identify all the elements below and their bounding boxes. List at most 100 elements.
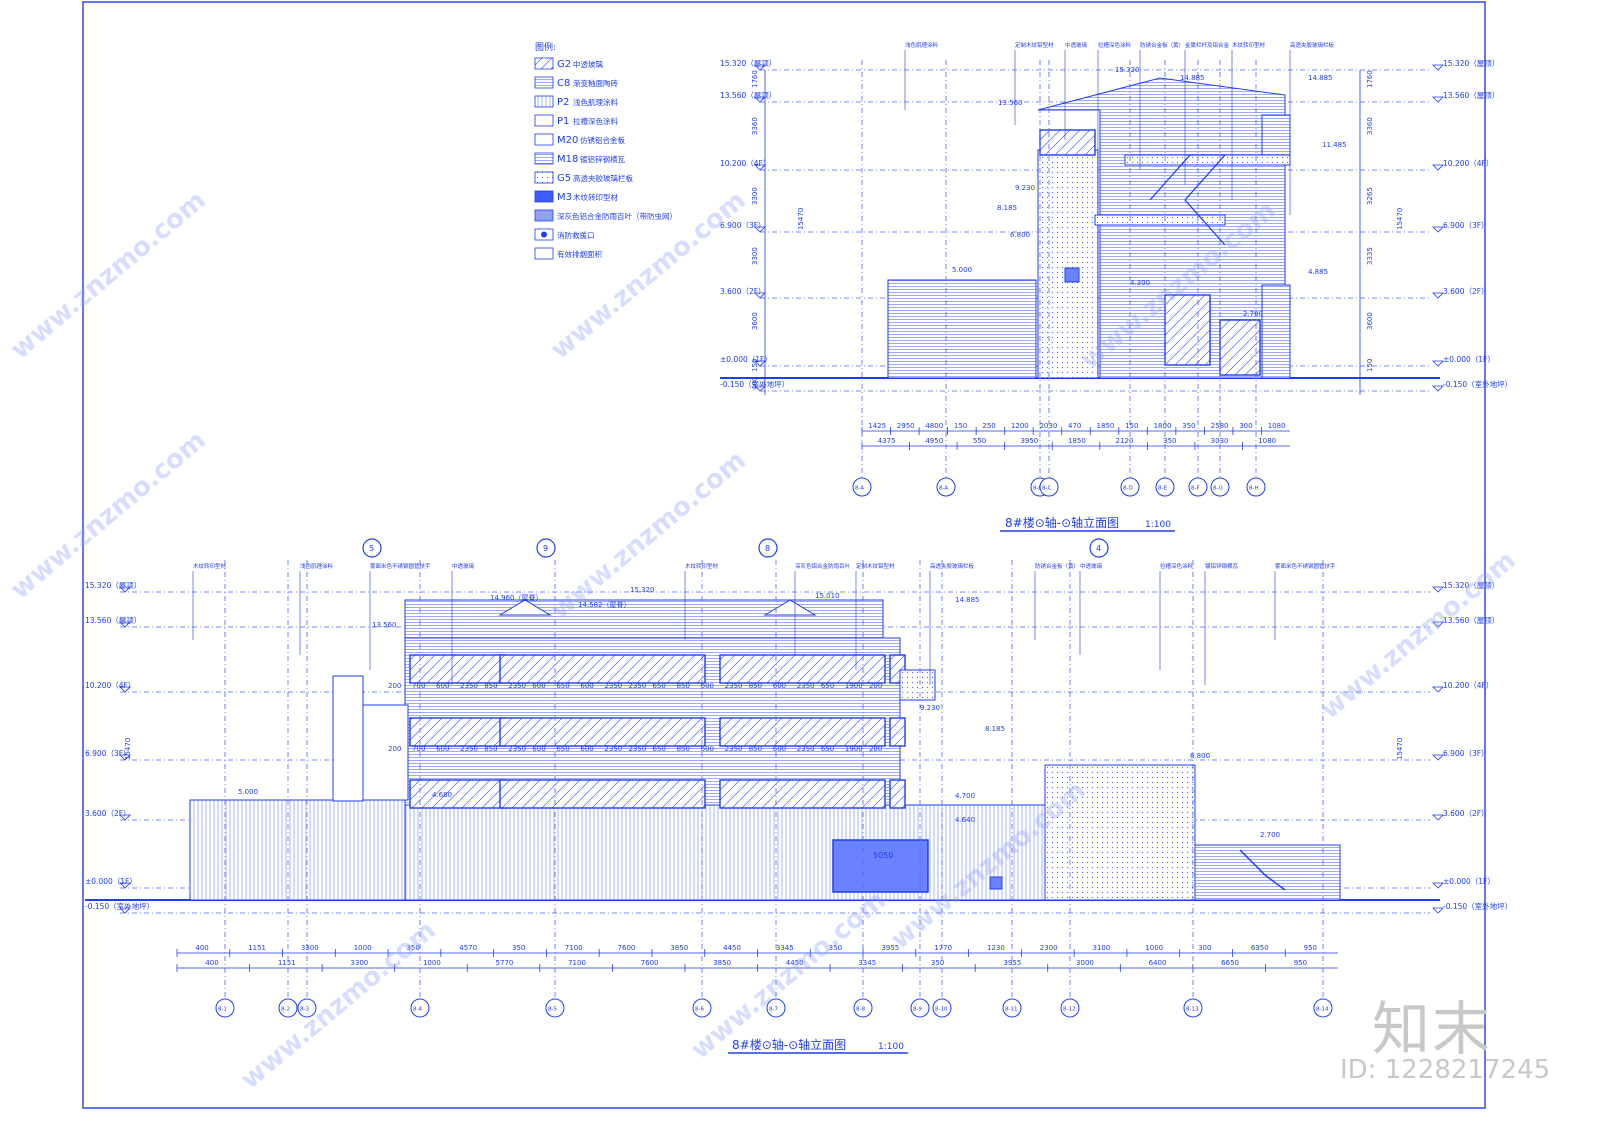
legend-swatch xyxy=(534,209,554,222)
legend-code: M3 xyxy=(557,192,572,203)
axis-bubble xyxy=(1313,998,1333,1018)
axis-bubble xyxy=(766,998,786,1018)
window-dim: 700 xyxy=(412,745,425,753)
material-callout: 定制木纹铝型材 xyxy=(856,562,895,570)
axis-label: 8-10 xyxy=(935,1007,948,1013)
window-dim: 600 xyxy=(580,682,593,690)
window xyxy=(889,779,906,809)
axis-bubble xyxy=(1120,477,1140,497)
side-balcony xyxy=(362,704,409,801)
material-callout: 拉槽深色涂料 xyxy=(1098,41,1132,49)
dim-value: 1230 xyxy=(987,944,1005,952)
level-marker-icon xyxy=(119,586,131,593)
fire-rescue-window-icon xyxy=(1064,267,1080,283)
garage-dim: 5050 xyxy=(873,851,893,860)
spot-level: 14.885 xyxy=(955,596,980,604)
watermark-text: www.znzmo.com xyxy=(1315,545,1521,725)
legend-text: 有效排烟面积 xyxy=(557,249,602,259)
axis-label: 8-6 xyxy=(695,1007,704,1013)
material-callout: 防锈合金板（黄） xyxy=(1035,562,1079,570)
window-dim: 600 xyxy=(773,682,786,690)
axis-label: 8-8 xyxy=(856,1007,865,1013)
dim-value: 7100 xyxy=(565,944,583,952)
material-callout: 中透玻璃 xyxy=(452,562,475,570)
dim-value: 1000 xyxy=(423,959,441,967)
axis-label: 8-13 xyxy=(1186,1007,1199,1013)
level-marker-icon xyxy=(754,164,766,171)
spot-level: 5.000 xyxy=(238,788,258,796)
axis-label: 8-7 xyxy=(769,1007,778,1013)
spot-level: 9.230 xyxy=(920,704,940,712)
dim-value: 3345 xyxy=(776,944,794,952)
window-dim: 850 xyxy=(484,745,497,753)
dim-value: 1770 xyxy=(934,944,952,952)
level-marker-icon xyxy=(754,96,766,103)
dim-value: 250 xyxy=(982,422,995,430)
dim-value: 470 xyxy=(1068,422,1081,430)
dim-value: 3030 xyxy=(1211,437,1229,445)
dim-value: 6400 xyxy=(1149,959,1167,967)
dim-value: 3955 xyxy=(881,944,899,952)
brand-watermark: 知末 xyxy=(1372,995,1493,1063)
axis-bubble xyxy=(410,998,430,1018)
dim-value: 3955 xyxy=(1003,959,1021,967)
level-label-left: ±0.000（1F） xyxy=(720,355,772,364)
legend-code: C8 xyxy=(557,78,570,89)
level-marker-icon xyxy=(1432,907,1444,914)
material-callout: 拉槽深色涂料 xyxy=(1160,562,1194,570)
stair-wall xyxy=(1194,844,1341,901)
spot-level: 4.300 xyxy=(1130,279,1150,287)
level-marker-icon xyxy=(754,226,766,233)
dim-value: 3300 xyxy=(350,959,368,967)
window-dim: 2350 xyxy=(460,745,478,753)
level-marker-icon xyxy=(1432,292,1444,299)
window xyxy=(499,779,706,809)
axis-bubble xyxy=(1210,477,1230,497)
legend-code: M18 xyxy=(557,154,578,165)
spot-level: 15.320 xyxy=(1115,66,1140,74)
dim-value: 950 xyxy=(1304,944,1317,952)
dim-value: 6650 xyxy=(1221,959,1239,967)
dim-value: 5770 xyxy=(496,959,514,967)
dim-value: 4450 xyxy=(723,944,741,952)
tower-block xyxy=(1037,149,1099,379)
dim-value: 350 xyxy=(406,944,419,952)
axis-bubble xyxy=(692,998,712,1018)
dim-value: 4450 xyxy=(786,959,804,967)
axis-bubble xyxy=(936,477,956,497)
spot-level: 2.700 xyxy=(1243,310,1263,318)
total-height: 15470 xyxy=(1396,738,1404,760)
material-callout: 中透玻璃 xyxy=(1065,41,1088,49)
spot-level: 9.230 xyxy=(1015,184,1035,192)
dim-value: 1200 xyxy=(1011,422,1029,430)
level-label-right: 3.600（2F） xyxy=(1443,809,1489,818)
axis-label: 8-9 xyxy=(913,1007,922,1013)
dim-value: 1000 xyxy=(1145,944,1163,952)
level-marker-icon xyxy=(754,385,766,392)
level-label-left: -0.150（室外地坪） xyxy=(720,379,789,389)
level-label-right: 13.560（屋顶） xyxy=(1443,91,1499,100)
dim-value: 950 xyxy=(1294,959,1307,967)
window-dim: 850 xyxy=(749,682,762,690)
window-dim: 200 xyxy=(869,745,882,753)
dim-value: 3000 xyxy=(1076,959,1094,967)
dim-value: 350 xyxy=(931,959,944,967)
material-callout: 镀铝锌钢横瓦 xyxy=(1205,562,1239,570)
level-label-left: -0.150（室外地坪） xyxy=(85,901,154,911)
spot-level: 2.700 xyxy=(1260,831,1280,839)
level-label-right: -0.150（室外地坪） xyxy=(1443,379,1512,389)
axis-bubble xyxy=(297,998,317,1018)
level-label-left: 15.320（屋顶） xyxy=(85,581,141,590)
window xyxy=(719,717,886,747)
axis-bubble xyxy=(536,538,556,558)
level-marker-icon xyxy=(119,882,131,889)
level-marker-icon xyxy=(119,754,131,761)
bottom-elevation-title: 8#楼⊙轴-⊙轴立面图 xyxy=(732,1037,846,1052)
dim-value: 350 xyxy=(512,944,525,952)
axis-label: 8-12 xyxy=(1063,1007,1075,1013)
axis-bubble xyxy=(1183,998,1203,1018)
dim-value: 300 xyxy=(1198,944,1211,952)
spot-level: 5.000 xyxy=(952,266,972,274)
balcony-slab xyxy=(1124,154,1291,166)
level-marker-icon xyxy=(1432,882,1444,889)
